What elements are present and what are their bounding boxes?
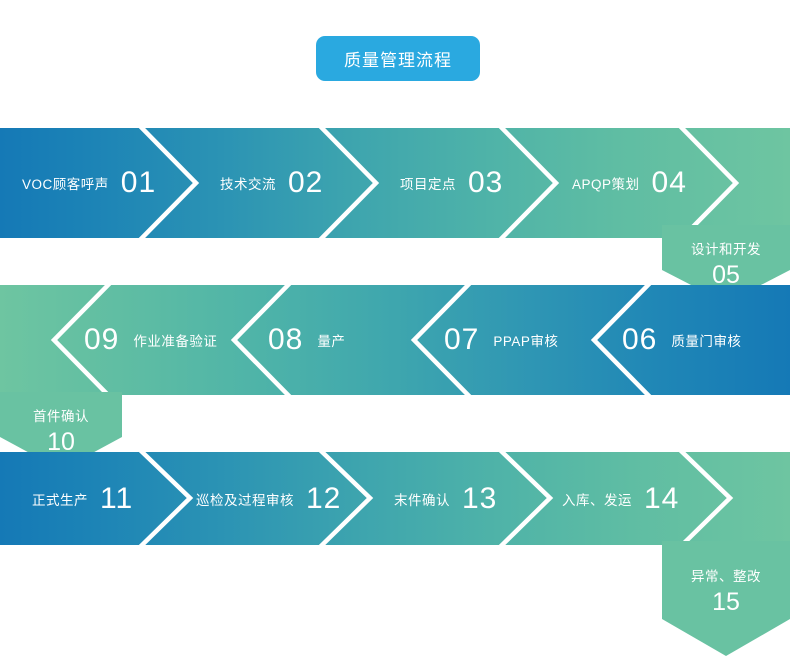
connector-15-number: 15: [712, 588, 740, 616]
step-04[interactable]: APQP策划 04: [572, 128, 687, 238]
step-07-number: 07: [444, 323, 480, 356]
process-row-3: 正式生产 11 巡检及过程审核 12 末件确认 13 入库、发运 14: [0, 452, 790, 545]
connector-step-15[interactable]: 异常、整改 15: [662, 541, 790, 656]
step-01[interactable]: VOC顾客呼声 01: [22, 128, 156, 238]
diagram-title-pill: 质量管理流程: [316, 36, 480, 81]
process-row-2: 06 质量门审核 07 PPAP审核 08 量产 09 作业准备验证: [0, 285, 790, 395]
step-02[interactable]: 技术交流 02: [220, 128, 323, 238]
step-14[interactable]: 入库、发运 14: [562, 452, 679, 545]
step-03[interactable]: 项目定点 03: [400, 128, 503, 238]
connector-15-shape: [662, 541, 790, 656]
step-01-number: 01: [120, 166, 157, 199]
row-1-chevron-dividers: [138, 128, 740, 238]
connector-step-10[interactable]: 首件确认 10: [0, 392, 122, 470]
page-title: 质量管理流程: [344, 51, 452, 70]
step-11-number: 11: [100, 481, 134, 515]
step-13-label: 末件确认: [394, 492, 450, 508]
step-02-number: 02: [288, 166, 324, 199]
connector-10-shape: [0, 392, 122, 470]
row-2-chevron-dividers: [50, 285, 652, 395]
step-13-number: 13: [462, 481, 498, 515]
step-03-label: 项目定点: [400, 177, 456, 192]
step-06-label: 质量门审核: [671, 334, 742, 349]
step-04-label: APQP策划: [572, 177, 640, 192]
step-12-number: 12: [306, 481, 342, 515]
step-04-number: 04: [651, 166, 687, 199]
process-row-1: VOC顾客呼声 01 技术交流 02 项目定点 03 APQP策划 04: [0, 128, 790, 238]
step-11[interactable]: 正式生产 11: [32, 452, 133, 545]
step-13[interactable]: 末件确认 13: [394, 452, 497, 545]
connector-15-label: 异常、整改: [691, 569, 761, 584]
step-08[interactable]: 08 量产: [268, 285, 345, 395]
step-11-label: 正式生产: [32, 492, 88, 508]
step-12[interactable]: 巡检及过程审核 12: [196, 452, 341, 545]
connector-05-number: 05: [712, 261, 740, 289]
step-08-label: 量产: [317, 334, 346, 349]
step-07-label: PPAP审核: [493, 334, 559, 349]
step-08-number: 08: [268, 323, 304, 356]
step-06[interactable]: 06 质量门审核: [622, 285, 741, 395]
step-06-number: 06: [622, 323, 658, 356]
step-09-label: 作业准备验证: [133, 334, 218, 349]
step-01-label: VOC顾客呼声: [22, 177, 109, 192]
step-03-number: 03: [468, 166, 504, 199]
step-02-label: 技术交流: [220, 177, 276, 192]
step-09-number: 09: [84, 323, 120, 356]
connector-05-label: 设计和开发: [691, 242, 761, 257]
connector-10-number: 10: [47, 428, 75, 456]
step-12-label: 巡检及过程审核: [196, 492, 294, 508]
connector-step-05[interactable]: 设计和开发 05: [662, 225, 790, 303]
connector-05-shape: [662, 225, 790, 303]
step-14-label: 入库、发运: [562, 492, 632, 508]
step-09[interactable]: 09 作业准备验证: [84, 285, 217, 395]
step-07[interactable]: 07 PPAP审核: [444, 285, 558, 395]
connector-10-label: 首件确认: [33, 409, 89, 424]
step-14-number: 14: [644, 481, 680, 515]
row-3-chevron-dividers: [138, 452, 734, 545]
